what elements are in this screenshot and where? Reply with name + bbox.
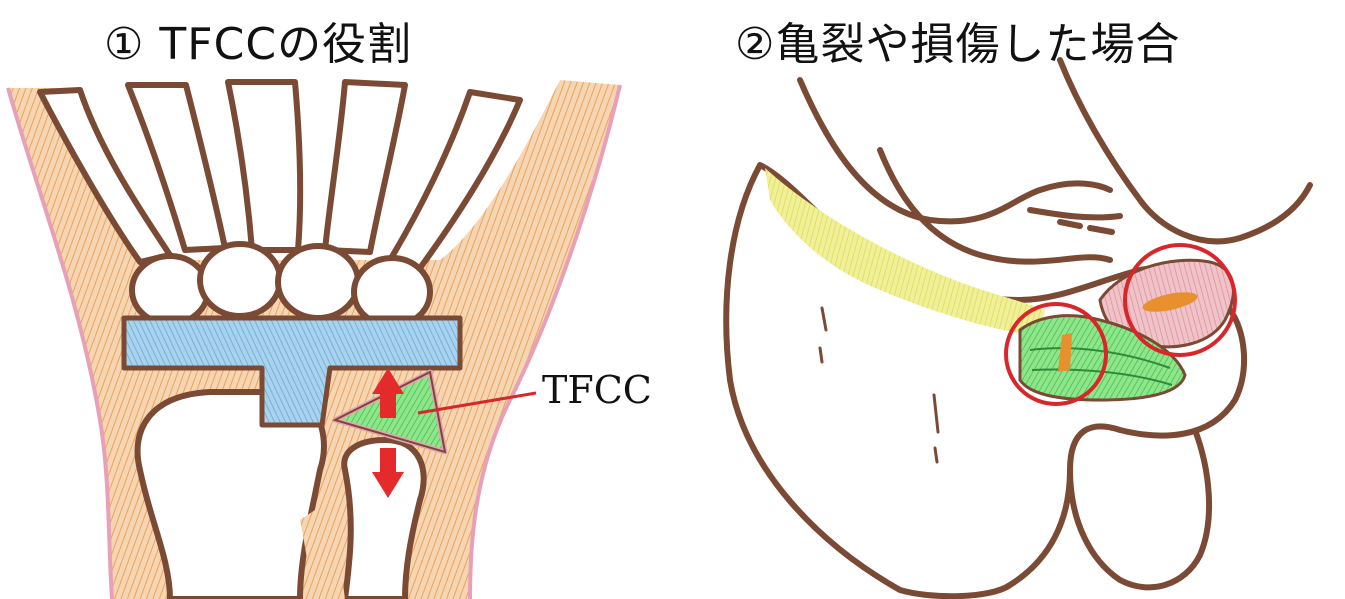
bone-mark-4 — [933, 446, 939, 464]
metacarpal-3 — [225, 79, 304, 253]
carpal-1 — [129, 253, 211, 327]
injury-marker-ligament[interactable] — [1123, 243, 1237, 357]
carpal-2 — [197, 241, 283, 319]
tendon-band — [765, 168, 1045, 336]
movement-arrow — [372, 368, 404, 498]
injury-illustration — [723, 57, 1313, 599]
arrow-up-shaft — [380, 392, 396, 418]
metacarpal-2 — [125, 82, 228, 253]
tfcc-tear — [1058, 333, 1072, 372]
tfcc-leader-line — [417, 391, 537, 415]
carpal-3 — [275, 243, 361, 321]
radius-bone — [134, 389, 327, 599]
lower-bone-shading — [300, 500, 345, 599]
arrow-down-shaft — [380, 448, 396, 474]
skin-edge-left — [6, 87, 114, 599]
carpal-outline-upper — [797, 77, 1113, 225]
carpal-dash-1 — [1057, 219, 1083, 229]
tfcc-label: TFCC — [542, 368, 652, 412]
arrow-up-head — [372, 368, 404, 394]
tfcc-disc — [1018, 314, 1187, 402]
carpal-notch — [1027, 207, 1123, 221]
tfcc-fiber-1 — [1029, 347, 1171, 369]
ulna-head — [1067, 428, 1213, 591]
skin-edge-right — [468, 84, 622, 599]
bone-mark-2 — [818, 346, 824, 364]
metacarpal-4 — [322, 79, 408, 255]
panel-2-title: ②亀裂や損傷した場合 — [735, 19, 1181, 70]
wrist-illustration — [6, 79, 622, 599]
ulna-bone — [341, 437, 427, 599]
panel-1-title: ① TFCCの役割 — [104, 19, 413, 70]
bone-mark-3 — [932, 393, 940, 434]
injury-marker-tfcc[interactable] — [1004, 302, 1108, 406]
support-t-shape[interactable] — [121, 315, 463, 428]
ligament-tear — [1142, 292, 1198, 312]
carpal-outline-right — [1057, 57, 1313, 245]
arrow-down-head — [372, 472, 404, 498]
bone-mark-1 — [820, 306, 828, 332]
carpal-dash-2 — [1087, 225, 1115, 235]
carpal-outline-mid — [877, 147, 1113, 265]
